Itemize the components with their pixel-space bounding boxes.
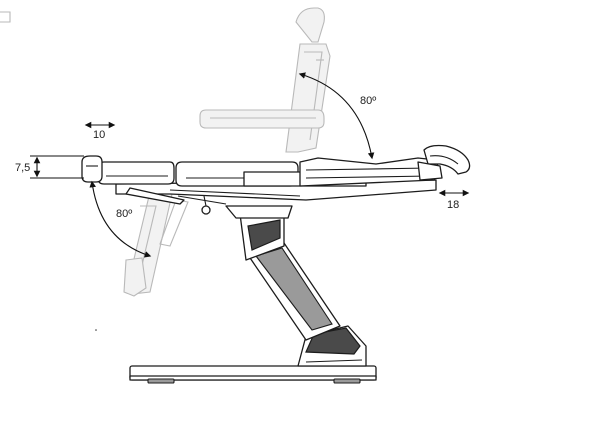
footrest-tip <box>81 155 103 183</box>
ghost-armrest-raised <box>199 109 325 129</box>
leg-cushion <box>97 161 175 185</box>
headrest <box>417 144 471 181</box>
ghost-legrest-lowered <box>123 191 189 297</box>
dimension-backrest-angle: 80º <box>298 72 376 160</box>
ghost-backrest-raised <box>0 7 331 153</box>
chair-column <box>225 205 341 341</box>
dimension-10-label: 10 <box>93 129 105 141</box>
dimension-7-5: 7,5 <box>15 155 84 179</box>
dimension-backrest-angle-label: 80º <box>360 95 376 107</box>
chair-base <box>129 325 377 384</box>
dimension-18: 18 <box>438 189 470 211</box>
back-cushion <box>299 157 439 187</box>
dimension-7-5-label: 7,5 <box>15 162 30 174</box>
dimension-18-label: 18 <box>447 199 459 211</box>
dimension-legrest-angle: 80º <box>89 180 152 258</box>
dimension-legrest-angle-label: 80º <box>116 208 132 220</box>
dimension-10: 10 <box>84 121 116 141</box>
